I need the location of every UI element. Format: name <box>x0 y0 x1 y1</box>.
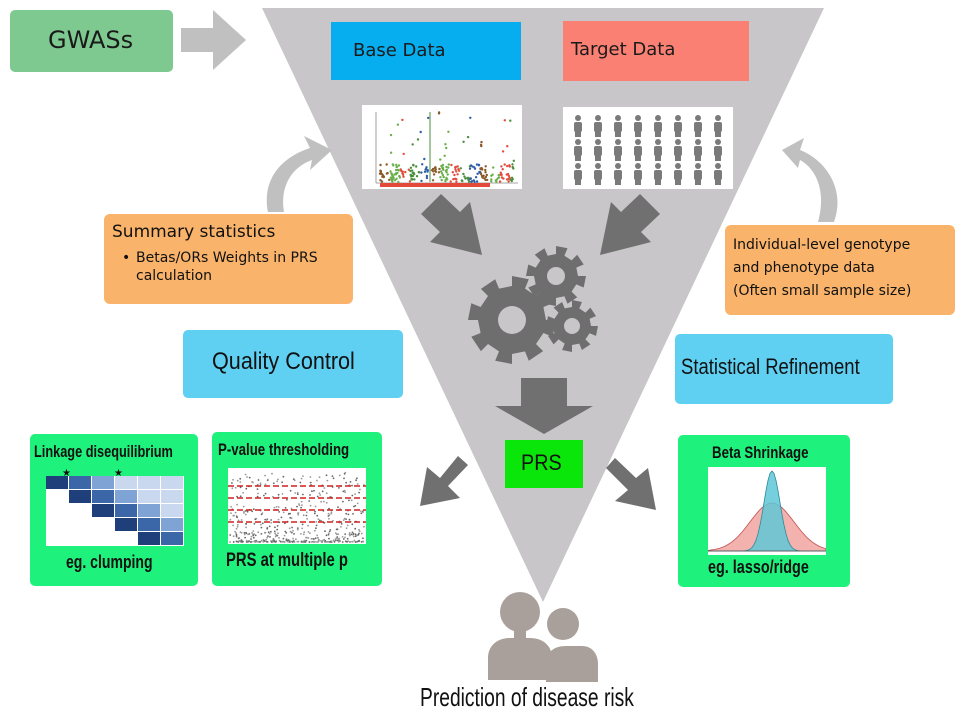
gwas-label: GWASs <box>48 26 134 54</box>
target-data-box: Target Data <box>563 21 749 81</box>
individual-line3: (Often small sample size) <box>733 283 912 299</box>
prs-to-refinement-arrow <box>606 458 656 510</box>
individual-data-box: Individual-level genotype and phenotype … <box>725 225 955 315</box>
prs-box: PRS <box>505 440 583 488</box>
summary-title: Summary statistics <box>112 222 276 242</box>
gwas-box: GWASs <box>10 10 173 72</box>
ld-title: Linkage disequilibrium <box>34 442 173 461</box>
target-to-gears-arrow <box>600 194 660 255</box>
beta-title: Beta Shrinkage <box>712 443 809 462</box>
pvalue-caption: PRS at multiple p <box>226 550 348 571</box>
beta-panel: Beta Shrinkage eg. lasso/ridge <box>678 435 850 587</box>
summary-statistics-box: Summary statistics • Betas/ORs Weights i… <box>104 214 353 304</box>
prs-to-qc-arrow <box>420 456 468 506</box>
people-icon <box>488 592 598 682</box>
quality-control-box: Quality Control <box>183 330 403 398</box>
gears-to-prs-arrow <box>495 378 593 434</box>
prediction-label: Prediction of disease risk <box>420 682 634 712</box>
base-data-label: Base Data <box>353 40 446 61</box>
summary-curved-arrow <box>266 136 332 212</box>
star-icon: ★ <box>62 468 71 479</box>
individual-curved-arrow <box>782 138 838 222</box>
manhattan-plot-thumbnail <box>362 105 522 189</box>
individual-line1: Individual-level genotype <box>733 237 911 253</box>
individual-line2: and phenotype data <box>733 260 875 276</box>
pvalue-title: P-value thresholding <box>218 440 350 459</box>
people-grid-thumbnail <box>563 107 733 189</box>
shrinkage-distribution-plot <box>707 467 827 555</box>
base-to-gears-arrow <box>421 194 482 255</box>
ld-caption: eg. clumping <box>66 552 153 572</box>
star-icon-2: ★ <box>114 468 123 479</box>
statistical-refinement-label: Statistical Refinement <box>681 354 860 379</box>
pvalue-plot <box>228 468 366 544</box>
summary-bullet-line2: calculation <box>136 268 213 284</box>
bullet-icon: • <box>122 250 131 266</box>
target-data-label: Target Data <box>571 39 676 60</box>
summary-bullet-line1: Betas/ORs Weights in PRS <box>136 250 318 266</box>
gwas-arrow <box>181 10 246 70</box>
ld-matrix <box>46 476 184 546</box>
pvalue-panel: P-value thresholding PRS at multiple p <box>212 432 382 586</box>
base-data-box: Base Data <box>331 22 521 80</box>
beta-caption: eg. lasso/ridge <box>708 557 809 577</box>
prs-label: PRS <box>521 450 562 475</box>
ld-panel: Linkage disequilibrium ★ ★ eg. clumping <box>30 434 198 586</box>
quality-control-label: Quality Control <box>212 348 355 375</box>
gears-icon <box>468 246 598 364</box>
statistical-refinement-box: Statistical Refinement <box>675 334 893 404</box>
